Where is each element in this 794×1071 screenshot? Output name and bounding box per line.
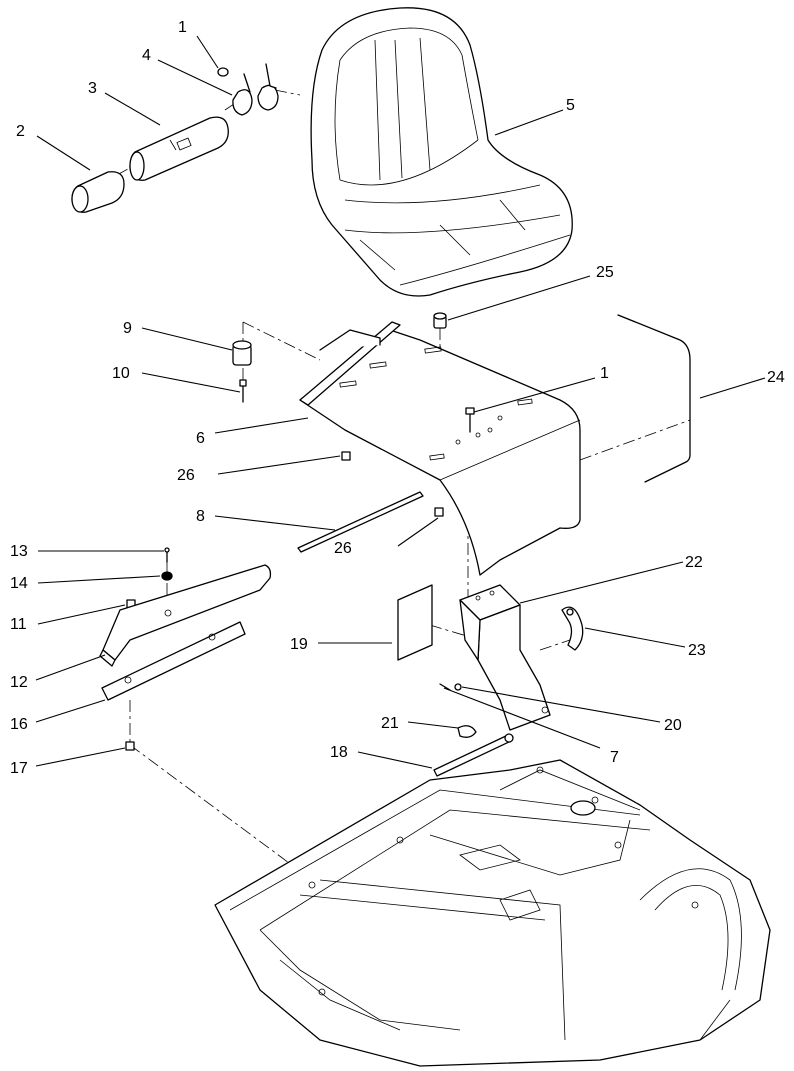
part-21-clip (457, 725, 477, 738)
part-16-plate (101, 621, 246, 701)
callout-10: 10 (112, 365, 130, 382)
part-10-bolt (239, 379, 247, 403)
callout-3: 3 (88, 80, 97, 97)
callout-16: 16 (10, 716, 28, 733)
callout-23: 23 (688, 642, 706, 659)
callout-21: 21 (381, 715, 399, 732)
callout-15: 1 (178, 19, 187, 36)
callout-17: 17 (10, 760, 28, 777)
callout-24: 24 (767, 369, 785, 386)
callout-4: 4 (142, 47, 151, 64)
chassis-body (214, 759, 771, 1067)
part-22-support (459, 584, 551, 731)
part-12-bracket (99, 564, 272, 667)
callout-25: 25 (596, 264, 614, 281)
callout-11: 11 (10, 616, 27, 633)
part-7-pin (439, 683, 451, 691)
part-4-clamps (232, 63, 279, 116)
callouts: 1 4 3 2 5 25 9 10 1 24 6 26 8 26 13 14 1… (10, 19, 785, 777)
callout-19: 19 (290, 636, 308, 653)
callout-14: 14 (10, 575, 28, 592)
part-15-screw (217, 67, 229, 77)
part-3-tube (129, 116, 229, 181)
part-14-grommet (161, 571, 173, 581)
part-5-seat (310, 7, 573, 297)
callout-8: 8 (196, 508, 205, 525)
part-25-spacer (433, 312, 447, 329)
callout-9: 9 (123, 320, 132, 337)
part-24-rod (617, 314, 691, 483)
callout-26-lower: 26 (334, 540, 352, 557)
callout-18: 18 (330, 744, 348, 761)
part-8-strip (297, 491, 424, 553)
part-17-nut (125, 741, 135, 751)
callout-7: 7 (610, 749, 619, 766)
callout-5: 5 (566, 97, 575, 114)
part-20-washer (454, 683, 462, 691)
callout-22: 22 (685, 554, 703, 571)
part-23-latch (561, 606, 584, 651)
part-9-bumper (232, 340, 252, 366)
leader-lines (35, 35, 766, 769)
part-13-bolt (164, 547, 170, 563)
callout-26-upper: 26 (177, 467, 195, 484)
part-2-end-cap (71, 171, 125, 213)
part-6-seat-plate (299, 321, 581, 576)
callout-6: 6 (196, 430, 205, 447)
part-26-nuts (341, 451, 444, 517)
callout-13: 13 (10, 543, 28, 560)
part-1-bolt (465, 407, 475, 433)
callout-20: 20 (664, 717, 682, 734)
part-19-label (397, 584, 433, 661)
callout-12: 12 (10, 674, 28, 691)
callout-1: 1 (600, 365, 609, 382)
part-18-rod (433, 733, 514, 777)
callout-2: 2 (16, 123, 25, 140)
